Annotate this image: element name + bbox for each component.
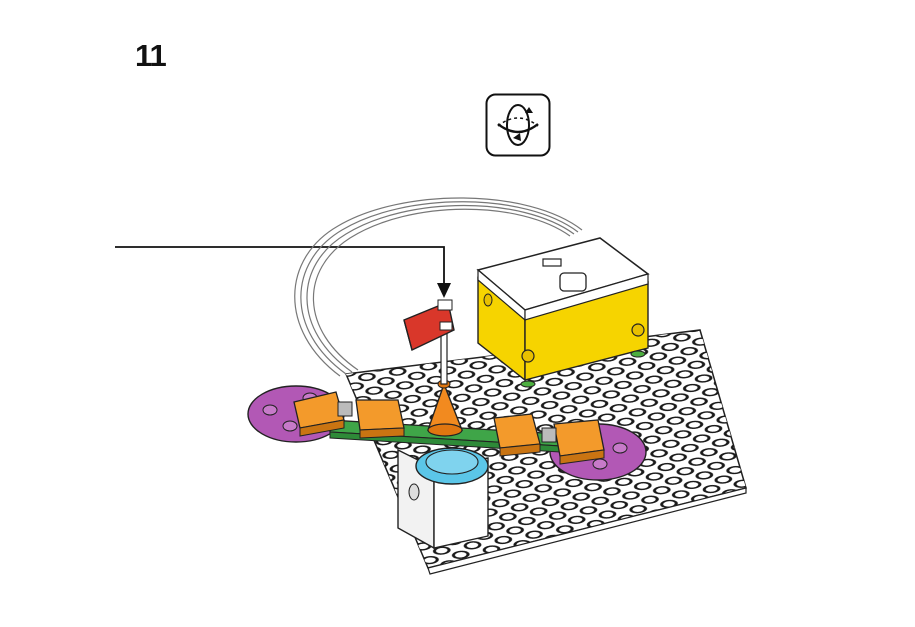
step-number: 11 (135, 38, 167, 73)
motor-base (397, 447, 489, 550)
seat-right-outer (553, 419, 605, 465)
cable (294, 197, 583, 377)
pointer-arrow-icon (115, 246, 451, 298)
flag (403, 299, 455, 351)
connector-left (337, 401, 353, 417)
smart-hub (476, 237, 650, 388)
rotate-model-icon (485, 93, 551, 157)
connector-right (541, 427, 557, 443)
seat-left-inner (355, 399, 405, 439)
seat-left-outer (293, 391, 345, 437)
seat-right-inner (493, 413, 541, 457)
